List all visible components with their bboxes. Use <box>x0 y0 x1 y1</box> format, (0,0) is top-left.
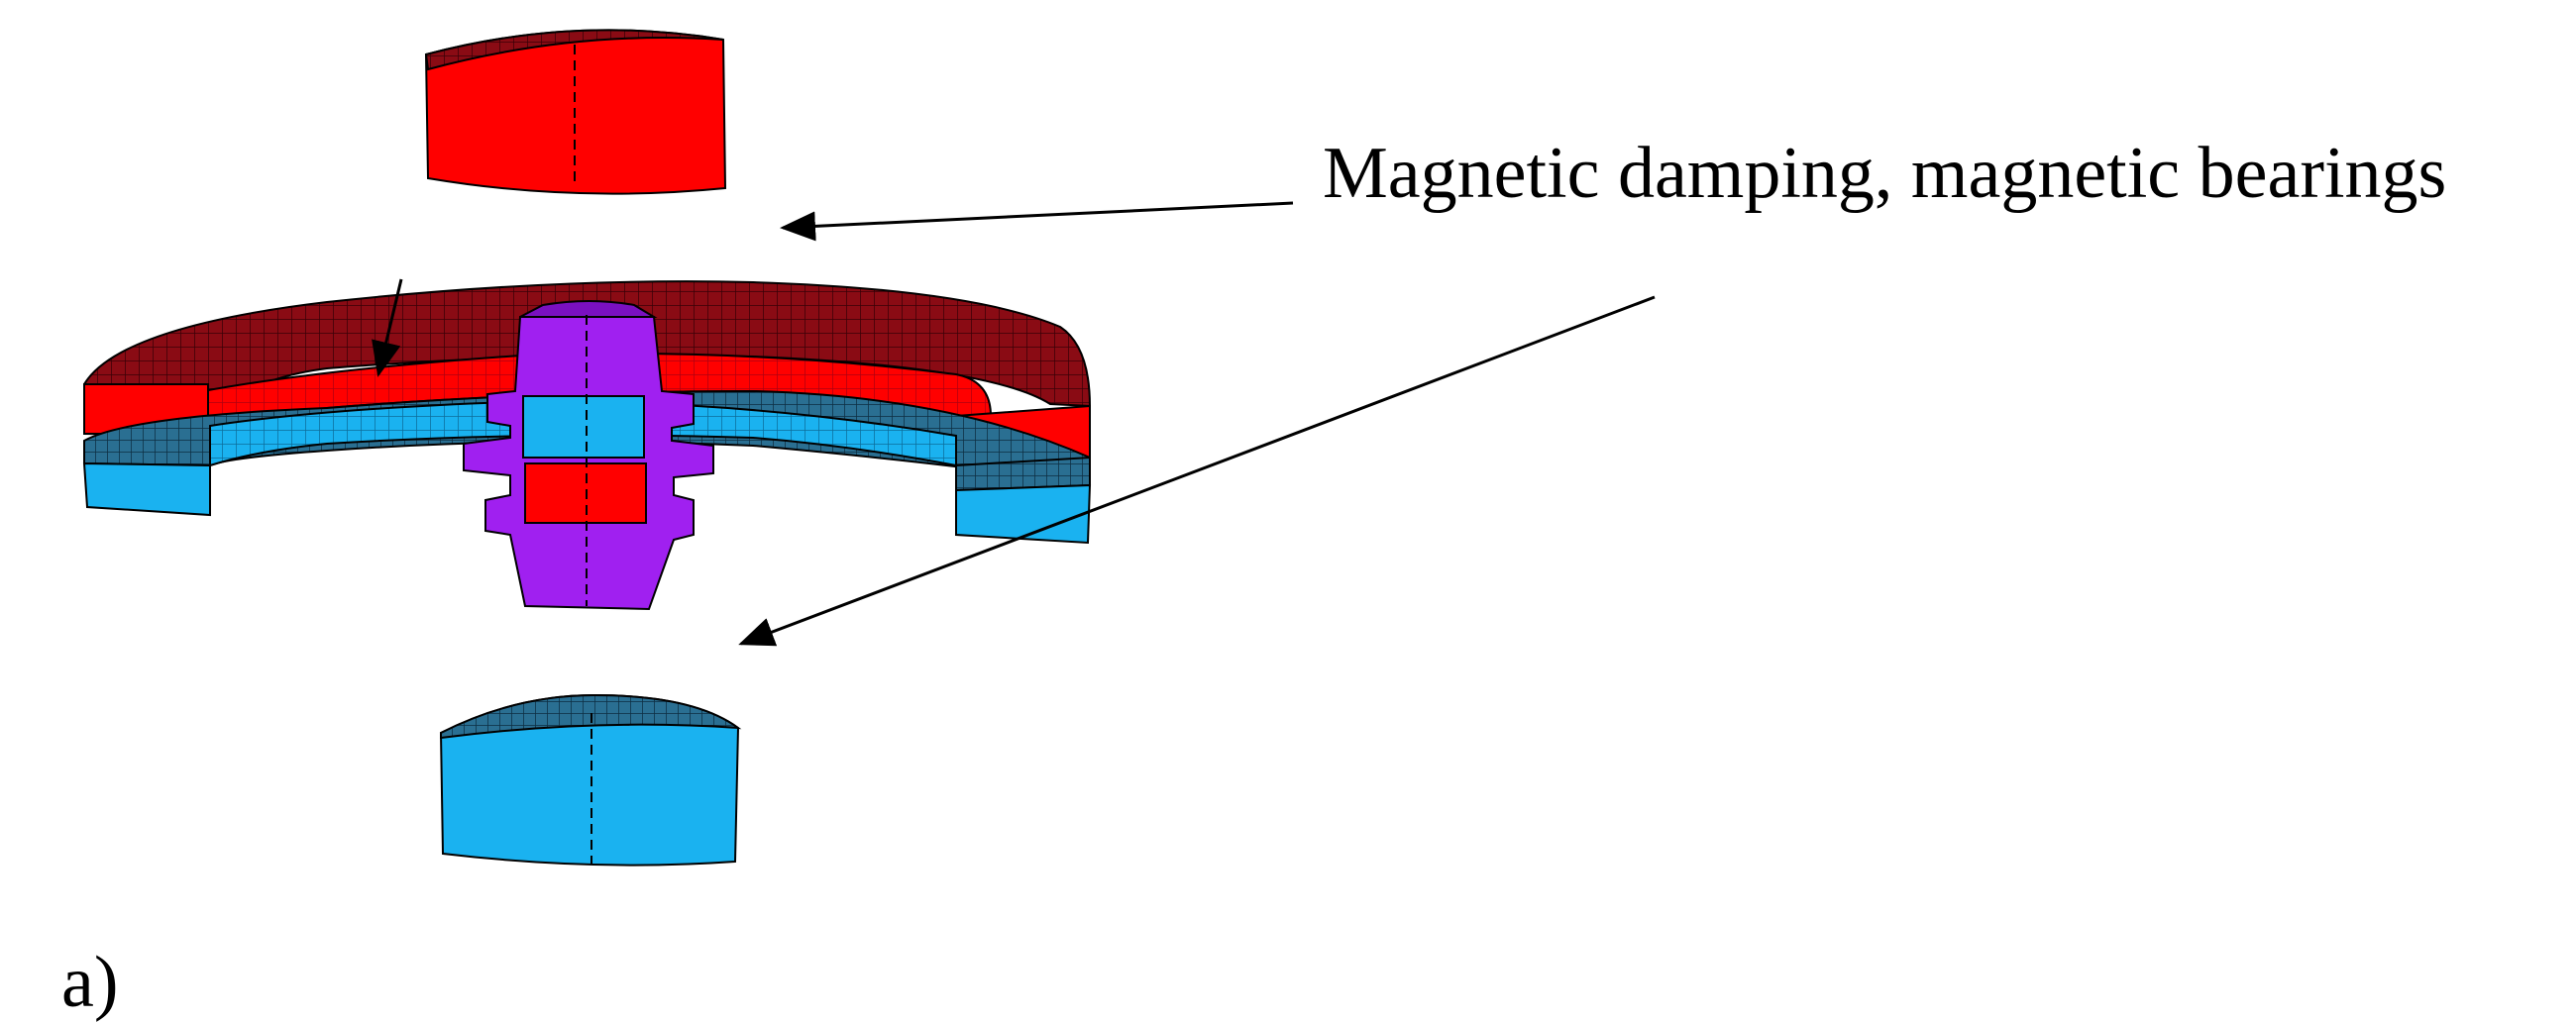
arrow-to-bottom-bearing <box>738 295 1656 647</box>
central-rotor <box>463 300 714 611</box>
inner-ring-arrow <box>372 278 403 377</box>
callout-arrows <box>738 201 1656 647</box>
bottom-blue-magnet <box>439 693 742 867</box>
top-red-magnet <box>424 29 727 195</box>
annotation-label: Magnetic damping, magnetic bearings <box>1323 133 2447 214</box>
panel-label: a) <box>61 942 119 1023</box>
arrow-to-top-bearing <box>780 201 1294 242</box>
